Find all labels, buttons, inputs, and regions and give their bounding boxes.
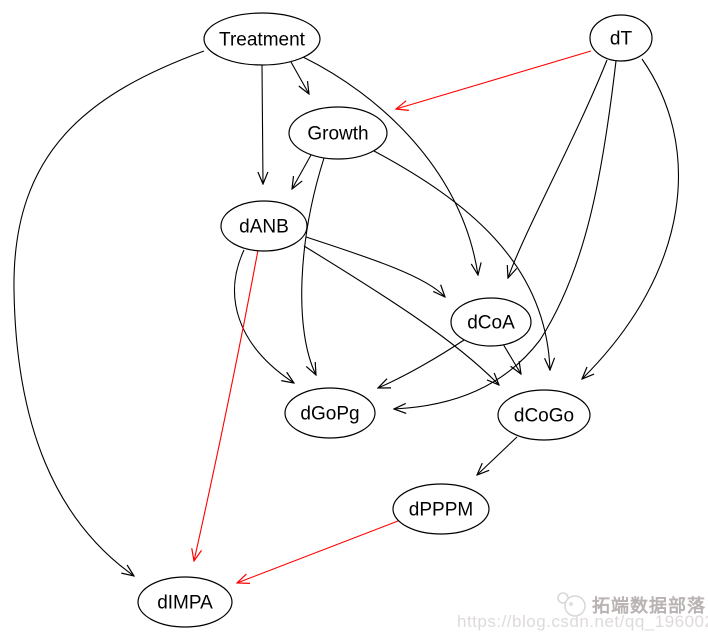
edge-danb-to-dgopg <box>234 249 294 383</box>
edge-dt-to-dcoa <box>508 59 608 278</box>
node-ellipse-dt <box>589 14 653 62</box>
node-ellipse-treatment <box>203 12 321 66</box>
node-dt: dT <box>589 14 653 62</box>
node-label-dimpa: dIMPA <box>157 593 213 614</box>
node-danb: dANB <box>220 200 308 252</box>
node-growth: Growth <box>288 106 388 160</box>
node-ellipse-dimpa <box>137 576 233 628</box>
edge-dcogo-to-dpppm <box>477 436 518 475</box>
node-ellipse-dcoa <box>450 297 532 347</box>
node-label-dt: dT <box>610 29 633 50</box>
node-layer: Treatment dT Growth dANB dCoA dGoPg dCoGo dPPPM… <box>137 12 653 628</box>
edge-treatment-to-dcoa <box>302 56 478 275</box>
url-watermark-text: https://blog.csdn.net/qq_19600291 <box>457 612 708 631</box>
brand-watermark: 拓端数据部落 <box>554 590 706 620</box>
edge-dt-to-dcogo <box>582 58 680 379</box>
node-treatment: Treatment <box>203 12 321 66</box>
edge-growth-to-danb <box>292 154 312 189</box>
node-ellipse-dcogo <box>497 389 591 441</box>
edge-treatment-to-dimpa <box>13 50 205 576</box>
node-ellipse-dgopg <box>284 387 376 439</box>
node-dimpa: dIMPA <box>137 576 233 628</box>
node-dgopg: dGoPg <box>284 387 376 439</box>
edge-dt-to-growth <box>396 50 592 109</box>
edge-dt-to-dgopg <box>394 60 617 409</box>
node-ellipse-danb <box>220 200 308 252</box>
node-label-danb: dANB <box>239 217 289 238</box>
node-dcoa: dCoA <box>450 297 532 347</box>
node-dcogo: dCoGo <box>497 389 591 441</box>
node-label-growth: Growth <box>307 124 368 145</box>
node-label-dpppm: dPPPM <box>409 500 473 521</box>
node-label-dgopg: dGoPg <box>300 404 359 425</box>
node-label-treatment: Treatment <box>219 30 306 51</box>
edge-treatment-to-growth <box>290 61 309 94</box>
edge-danb-to-dimpa <box>194 249 259 561</box>
edge-danb-to-dcoa <box>305 236 445 297</box>
edge-treatment-to-danb <box>262 64 263 184</box>
node-dpppm: dPPPM <box>392 483 490 535</box>
node-label-dcogo: dCoGo <box>514 406 574 427</box>
node-label-dcoa: dCoA <box>467 313 515 334</box>
edge-danb-to-dcogo <box>303 245 499 385</box>
edge-dpppm-to-dimpa <box>237 520 399 583</box>
edge-growth-to-dgopg <box>301 157 325 375</box>
node-ellipse-growth <box>288 106 388 160</box>
edge-layer <box>13 50 680 583</box>
node-ellipse-dpppm <box>392 483 490 535</box>
edge-growth-to-dcogo <box>373 150 550 370</box>
edge-dcoa-to-dgopg <box>378 339 465 388</box>
brand-watermark-text: 拓端数据部落 <box>592 596 706 616</box>
panda-logo-icon <box>557 592 586 617</box>
edge-dcoa-to-dcogo <box>502 343 521 374</box>
